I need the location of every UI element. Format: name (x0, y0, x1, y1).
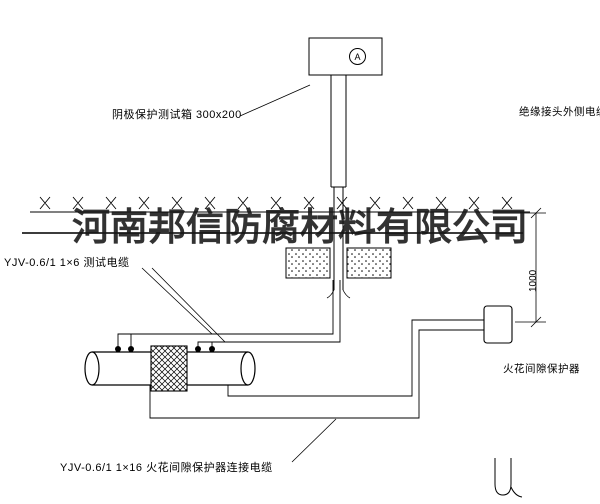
test-cable-routes (117, 280, 341, 349)
protector-cable-leader (291, 418, 337, 463)
test-post (326, 75, 351, 299)
protector-cable-label: YJV-0.6/1 1×16 火花间隙保护器连接电缆 (60, 462, 273, 474)
ground-hatch-marks (39, 196, 513, 210)
spark-gap-protector-symbol (483, 305, 513, 344)
outside-cable-label: 绝缘接头外侧电缆 (519, 106, 600, 118)
ammeter-letter: A (354, 51, 361, 62)
pipeline-symbol (84, 345, 256, 392)
ground-rod-symbol (494, 458, 523, 498)
test-box-label: 阴极保护测试箱 300x200 (112, 109, 242, 121)
concrete-foundations (285, 247, 392, 279)
ground-line (30, 196, 530, 213)
spark-gap-protector-label: 火花间隙保护器 (503, 363, 580, 375)
dimension-line (515, 207, 546, 328)
dimension-text: 1000 (528, 269, 539, 292)
test-box-symbol (308, 37, 383, 76)
ammeter-symbol: A (349, 48, 366, 65)
test-cable-leaders (141, 267, 226, 343)
company-watermark: 河南邦信防腐材料有限公司 (71, 207, 528, 249)
test-cable-label: YJV-0.6/1 1×6 测试电缆 (4, 257, 130, 269)
protector-cable-routes (149, 319, 484, 419)
test-box-leader (239, 84, 311, 117)
